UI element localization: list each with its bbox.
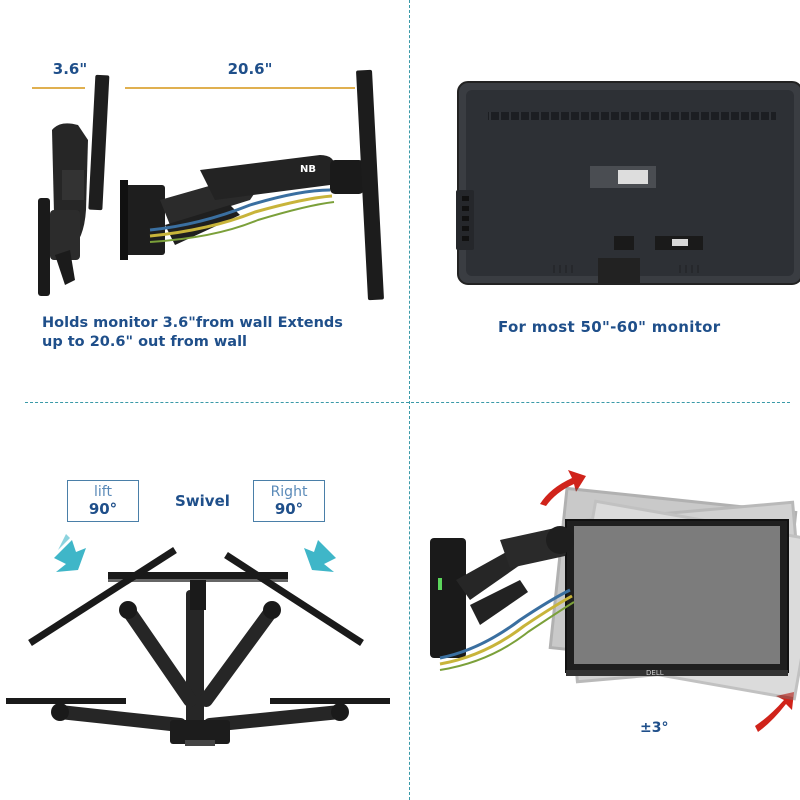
tilt-illustration: DELL — [430, 470, 800, 732]
swivel-right-box: Right 90° — [253, 480, 325, 522]
swivel-title: Swivel — [175, 492, 230, 510]
monitor-size-caption: For most 50"-60" monitor — [498, 318, 721, 336]
monitor-brand-logo: DELL — [646, 669, 664, 677]
tilt-down-arrow-icon — [755, 692, 794, 732]
dimension-label-3-6: 3.6" — [52, 60, 88, 78]
monitor-back-illustration — [456, 81, 800, 285]
swivel-right-arrow-icon — [304, 540, 336, 572]
swivel-right-label: Right — [270, 484, 308, 500]
tilt-degree-label: ±3° — [640, 720, 669, 736]
caption-line-2: up to 20.6" out from wall — [42, 334, 248, 350]
swivel-left-arrow-icon — [54, 534, 86, 572]
swivel-left-degrees: 90° — [88, 500, 118, 518]
wall-mount-illustration: NB — [32, 69, 384, 301]
swivel-left-box: lift 90° — [67, 480, 139, 522]
dimension-label-20-6: 20.6" — [227, 60, 273, 78]
swivel-right-degrees: 90° — [274, 500, 304, 518]
swivel-left-label: lift — [94, 484, 112, 500]
extended-arm: NB — [120, 69, 384, 301]
tilt-up-arrow-icon — [540, 470, 586, 506]
horizontal-divider — [25, 402, 790, 403]
swivel-illustration — [6, 534, 390, 746]
vertical-divider — [409, 0, 410, 800]
arm-logo: NB — [300, 164, 316, 175]
caption-line-1: Holds monitor 3.6"from wall Extends — [42, 315, 343, 331]
collapsed-arm — [38, 74, 110, 296]
